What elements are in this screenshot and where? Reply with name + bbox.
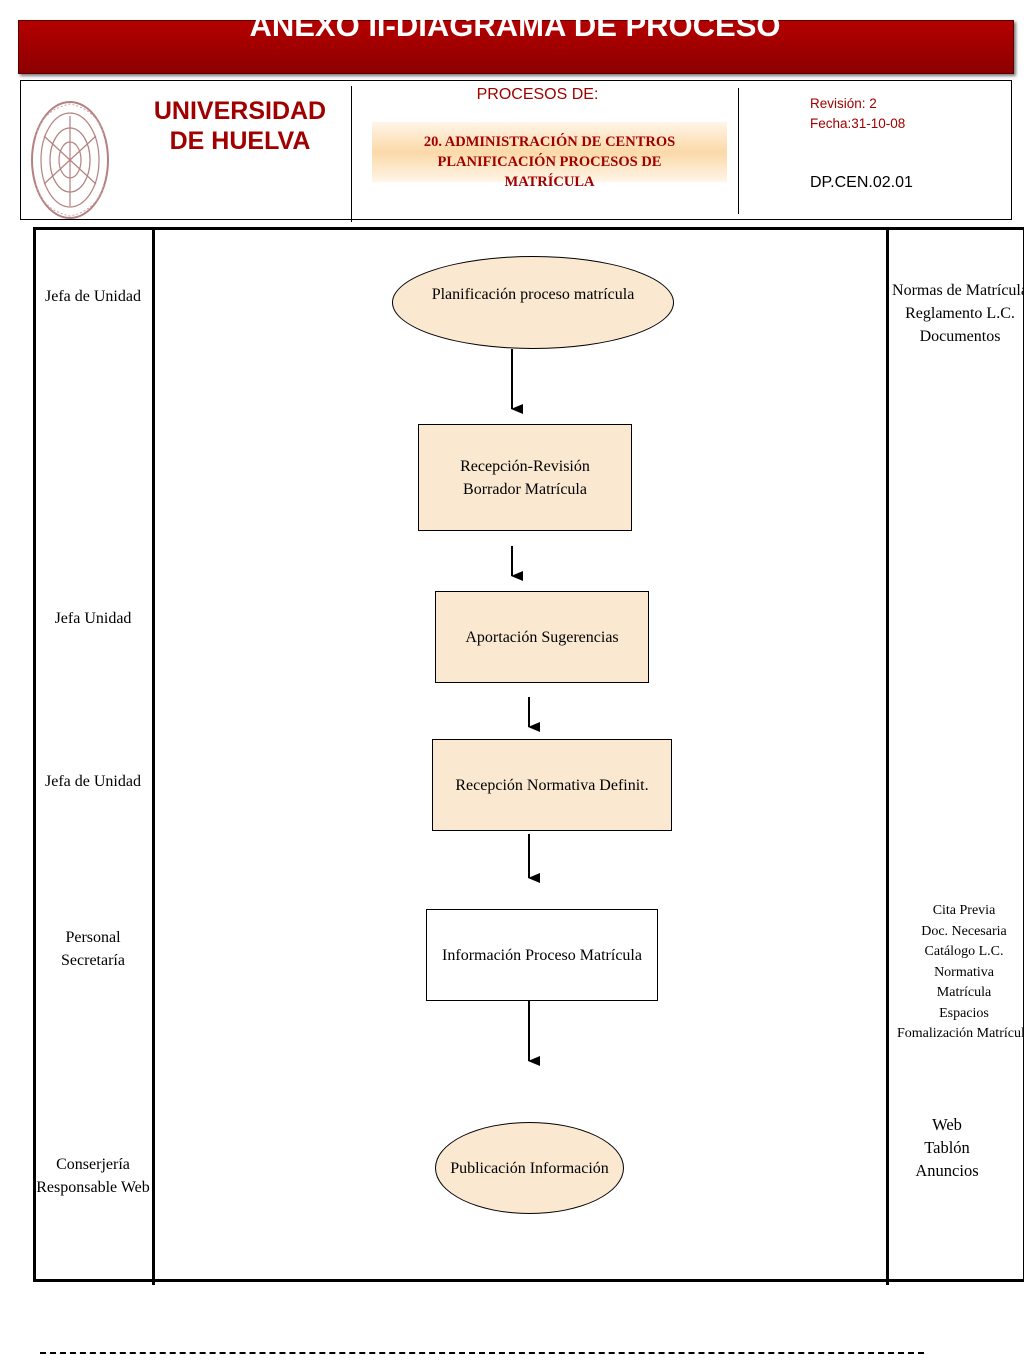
step-box: Aportación Sugerencias xyxy=(435,591,649,683)
step-box: Recepción Normativa Definit. xyxy=(432,739,672,831)
step-start-ellipse: Planificación proceso matrícula xyxy=(392,256,674,349)
step-box: Recepción-Revisión Borrador Matrícula xyxy=(418,424,632,531)
revision-info: Revisión: 2 Fecha:31-10-08 xyxy=(810,96,906,131)
procesos-label: PROCESOS DE: xyxy=(476,86,599,103)
role-label: Conserjería Responsable Web xyxy=(36,1156,150,1196)
documents-column-divider xyxy=(886,227,889,1285)
page-title: ANEXO II-DIAGRAMA DE PROCESO xyxy=(249,8,781,43)
process-title: 20. ADMINISTRACIÓN DE CENTROS PLANIFICAC… xyxy=(423,134,676,190)
documents-note: Cita Previa Doc. Necesaria Catálogo L.C.… xyxy=(896,903,1024,1041)
step-box: Información Proceso Matrícula xyxy=(426,909,658,1001)
document-code: DP.CEN.02.01 xyxy=(810,174,913,191)
header-divider xyxy=(351,86,352,222)
documents-note: Normas de Matrícula Reglamento L.C. Docu… xyxy=(892,282,1024,345)
title-banner xyxy=(18,20,1014,74)
footer-divider xyxy=(40,1352,924,1354)
university-name: UNIVERSIDAD DE HUELVA xyxy=(153,97,327,155)
header-divider xyxy=(738,88,739,214)
process-title-band xyxy=(372,122,727,182)
role-label: Personal Secretaría xyxy=(61,929,125,969)
documents-note: Web Tablón Anuncios xyxy=(915,1115,979,1180)
university-seal-logo xyxy=(31,101,109,219)
step-end-ellipse: Publicación Información xyxy=(435,1122,624,1214)
role-label: Jefa de Unidad xyxy=(45,773,141,790)
role-label: Jefa Unidad xyxy=(54,610,132,627)
roles-column-divider xyxy=(152,227,155,1285)
header-box xyxy=(20,80,1012,220)
role-label: Jefa de Unidad xyxy=(45,288,141,305)
